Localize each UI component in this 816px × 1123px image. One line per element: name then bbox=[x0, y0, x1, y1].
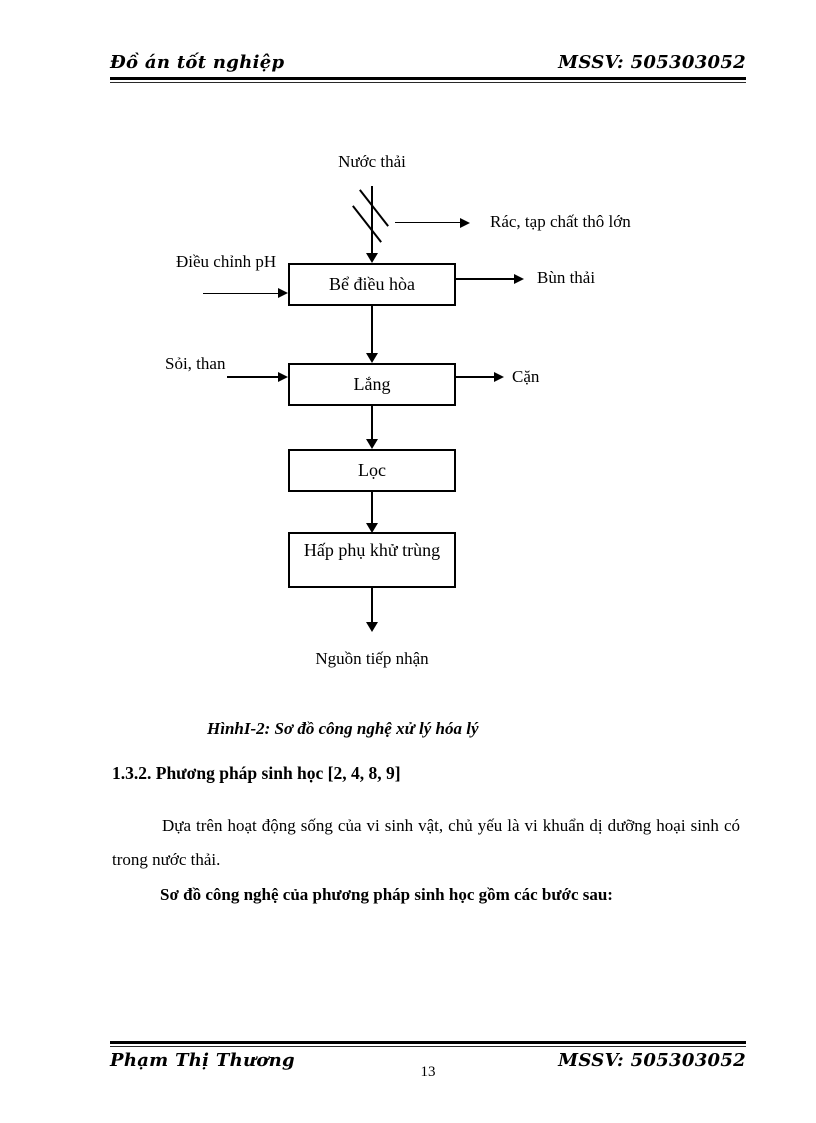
flow-source-label: Nước thải bbox=[338, 152, 406, 171]
figure-caption: HìnhI-2: Sơ đồ công nghệ xử lý hóa lý bbox=[207, 719, 479, 738]
flow-sink-label: Nguồn tiếp nhận bbox=[315, 649, 429, 668]
flow-box-label: Hấp phụ khử trùng bbox=[303, 540, 441, 560]
sediment-output-label: Cặn bbox=[512, 367, 540, 386]
flow-arrow-source-to-box1 bbox=[371, 186, 373, 254]
arrow-right-icon bbox=[514, 274, 524, 284]
arrow-right-icon bbox=[494, 372, 504, 382]
arrow-down-icon bbox=[366, 622, 378, 632]
flow-box-equalization: Bể điều hòa bbox=[288, 263, 456, 306]
flow-arrow-box1-to-box2 bbox=[371, 306, 373, 354]
footer-rule bbox=[110, 1041, 746, 1047]
flow-arrow-box3-to-box4 bbox=[371, 492, 373, 524]
header-rule bbox=[110, 77, 746, 83]
flow-arrow-sediment-output bbox=[456, 376, 494, 378]
page-number: 13 bbox=[420, 1064, 436, 1080]
ph-input-label: Điều chỉnh pH bbox=[176, 252, 277, 271]
flow-arrow-box2-to-box3 bbox=[371, 406, 373, 440]
flow-arrow-ph-input bbox=[203, 293, 279, 294]
arrow-right-icon bbox=[460, 218, 470, 228]
flow-box-label: Lắng bbox=[353, 374, 391, 394]
arrow-right-icon bbox=[278, 372, 288, 382]
sludge-output-label: Bùn thải bbox=[537, 268, 596, 287]
screen-output-label: Rác, tạp chất thô lớn bbox=[490, 212, 631, 231]
arrow-down-icon bbox=[366, 353, 378, 363]
arrow-down-icon bbox=[366, 523, 378, 533]
flow-box-settling: Lắng bbox=[288, 363, 456, 406]
flow-box-label: Bể điều hòa bbox=[329, 274, 415, 294]
flow-box-label: Lọc bbox=[358, 460, 386, 480]
header-left-title: Đồ án tốt nghiệp bbox=[110, 52, 285, 73]
page-header: Đồ án tốt nghiệp MSSV: 505303052 bbox=[110, 52, 746, 73]
footer-student-id: MSSV: 505303052 bbox=[558, 1050, 746, 1071]
page-footer: Phạm Thị Thương MSSV: 505303052 bbox=[110, 1050, 746, 1071]
flow-arrow-box4-to-sink bbox=[371, 588, 373, 623]
flow-box-adsorption-disinfection: Hấp phụ khử trùng bbox=[288, 532, 456, 588]
flow-arrow-screen-output bbox=[395, 222, 461, 223]
section-heading: 1.3.2. Phương pháp sinh học [2, 4, 8, 9] bbox=[112, 763, 401, 783]
flow-box-filtration: Lọc bbox=[288, 449, 456, 492]
body-bold-line: Sơ đồ công nghệ của phương pháp sinh học… bbox=[160, 885, 613, 904]
flow-arrow-sludge-output bbox=[456, 278, 514, 280]
body-paragraph: Dựa trên hoạt động sống của vi sinh vật,… bbox=[112, 816, 740, 869]
header-right-student-id: MSSV: 505303052 bbox=[558, 52, 746, 73]
arrow-down-icon bbox=[366, 253, 378, 263]
arrow-down-icon bbox=[366, 439, 378, 449]
flow-arrow-gravel-input bbox=[227, 376, 278, 378]
gravel-input-label: Sỏi, than bbox=[165, 354, 226, 373]
arrow-right-icon bbox=[278, 288, 288, 298]
footer-author-name: Phạm Thị Thương bbox=[110, 1050, 295, 1071]
